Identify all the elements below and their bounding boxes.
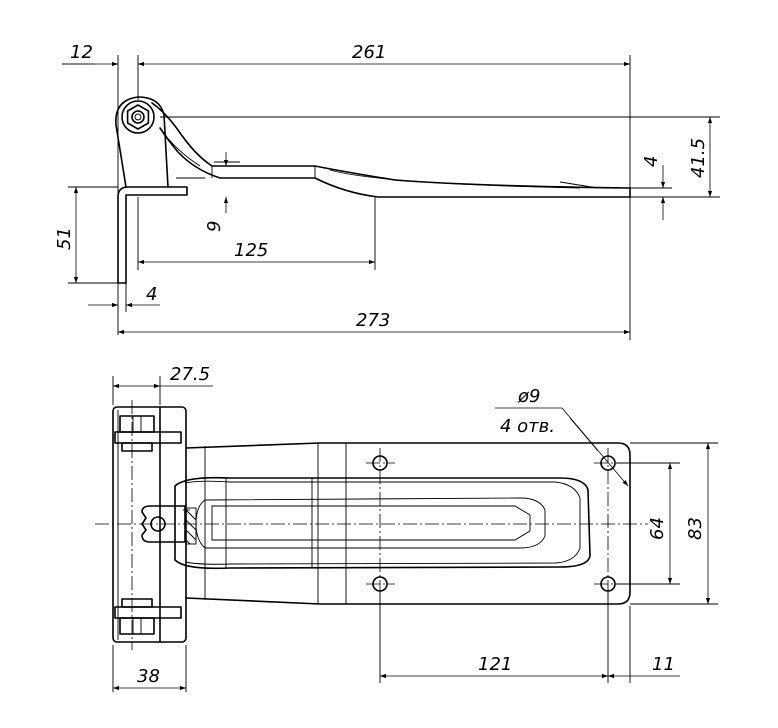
dim-height-total: 41.5	[688, 138, 709, 178]
hinge-pin-outer	[121, 100, 155, 134]
dim-hole-edge: 11	[652, 654, 675, 675]
dim-flange-height: 51	[54, 227, 75, 250]
dim-thickness: 4	[641, 156, 662, 167]
side-arm	[151, 102, 631, 198]
dim-hole-diameter: ø9	[517, 386, 540, 407]
top-arm-outline	[185, 442, 631, 605]
dim-overhang: 12	[70, 42, 93, 63]
dim-offset: 9	[204, 221, 225, 232]
top-pin-boss	[141, 505, 186, 543]
bolt-head-bottom	[119, 617, 155, 635]
hinge-pin-inner	[131, 110, 145, 124]
dim-length-total: 273	[356, 310, 390, 331]
side-flange	[117, 186, 188, 284]
top-arm-body	[174, 476, 591, 570]
dim-flange-thickness: 4	[146, 284, 157, 305]
hinge-nut	[126, 104, 150, 130]
dim-hole-count: 4 отв.	[500, 416, 555, 437]
dim-flange-width: 38	[137, 666, 160, 687]
dim-hole-spacing-v: 64	[647, 517, 668, 540]
dim-plate-width: 83	[685, 517, 706, 540]
bolt-head-top	[119, 415, 155, 433]
top-view: 27.5 ø9 4 отв. 64 83 38 121 11	[95, 364, 718, 692]
dim-length-upper: 261	[352, 42, 386, 63]
dim-plate-offset: 27.5	[170, 364, 210, 385]
dim-step: 125	[234, 240, 268, 261]
dim-hole-spacing-h: 121	[478, 654, 512, 675]
side-view: 12 261 4 41.5 51 9 125 4 273	[54, 42, 720, 340]
